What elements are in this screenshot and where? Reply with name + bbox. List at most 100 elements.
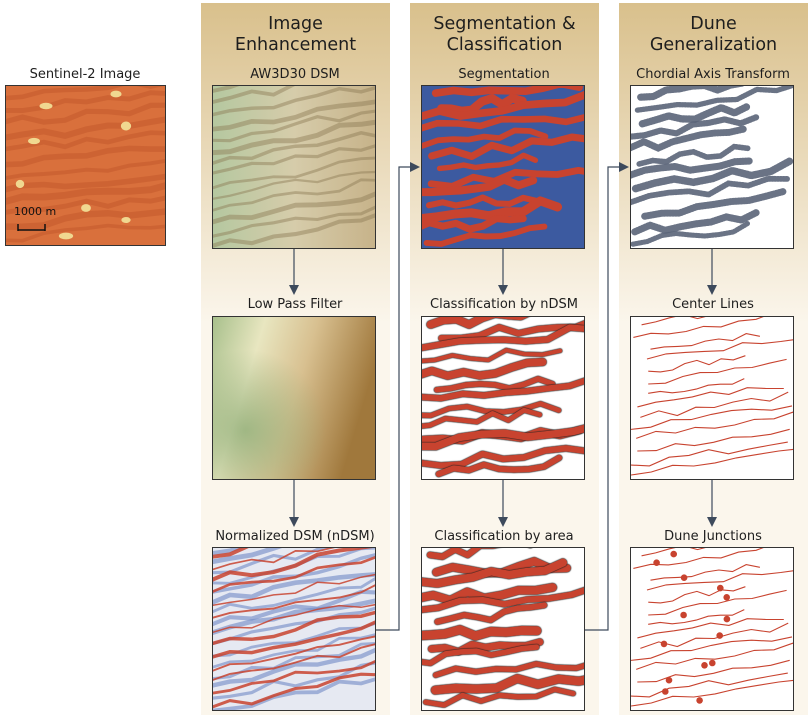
dune-center-line — [648, 358, 787, 385]
segmented-dune — [422, 91, 584, 121]
dune-junction-node — [660, 640, 668, 648]
sentinel-streak — [6, 208, 165, 231]
step-label-chordial-axis: Chordial Axis Transform — [636, 67, 790, 82]
column-title-line: Image — [268, 14, 323, 34]
classified-dune — [435, 454, 563, 477]
dune-junction-node — [653, 559, 660, 566]
column-title-dune-generalization: Dune Generalization — [619, 14, 808, 56]
chordial-mesh-band — [634, 86, 793, 113]
column-title-line: Enhancement — [234, 35, 357, 55]
classified-dune — [422, 445, 584, 469]
chordial-mesh-band — [631, 220, 751, 247]
dune-junction-node — [723, 594, 730, 601]
panel-segmentation — [421, 85, 585, 249]
classified-dune — [422, 424, 584, 451]
dsm-ridge — [213, 170, 375, 200]
sentinel-streak — [6, 86, 165, 101]
ndsm-high-band — [213, 556, 375, 593]
step-label-ndsm: Normalized DSM (nDSM) — [215, 529, 375, 544]
ndsm-high-band — [213, 610, 375, 646]
sentinel-streak — [6, 102, 165, 125]
panel-center-lines — [630, 316, 794, 480]
panel-ndsm — [212, 547, 376, 711]
dune-center-line — [633, 317, 764, 338]
sentinel-bright-spot — [120, 121, 132, 131]
filtered-dune — [422, 644, 540, 666]
panel-aw3d30-dsm — [212, 85, 376, 249]
sentinel-streak — [6, 130, 165, 152]
ndsm-low-band — [213, 572, 375, 605]
low-pass-graphic — [213, 317, 375, 479]
dune-center-line — [640, 391, 789, 418]
dune-junction-node — [662, 688, 669, 695]
dune-center-line — [648, 609, 745, 625]
dune-center-line — [636, 642, 793, 670]
dune-center-line — [641, 548, 706, 557]
sentinel-bright-spot — [110, 90, 122, 98]
ndsm-high-band — [213, 584, 375, 619]
ndsm-low-band — [213, 548, 245, 556]
sentinel-image-graphic — [6, 86, 165, 245]
segmented-dune — [425, 194, 540, 209]
dsm-ridge — [213, 156, 375, 190]
dsm-ridge — [213, 205, 375, 238]
segmentation-graphic — [422, 86, 584, 248]
ndsm-low-band — [213, 606, 375, 646]
ndsm-high-band — [213, 620, 375, 659]
sentinel-bright-spot — [15, 179, 25, 189]
classified-dune — [422, 348, 563, 364]
ndsm-low-band — [213, 633, 375, 669]
dune-center-line — [648, 586, 746, 604]
dune-center-line — [648, 378, 745, 394]
panel-classification-ndsm — [421, 316, 585, 480]
column-title-segmentation: Segmentation & Classification — [410, 14, 599, 56]
dsm-ridge — [213, 119, 375, 156]
dsm-ridge — [213, 144, 375, 175]
segmented-dune — [427, 167, 584, 190]
dune-center-line — [637, 618, 784, 639]
step-label-dune-junctions: Dune Junctions — [664, 529, 762, 544]
arrow-cls-area-to-chordial — [585, 162, 629, 631]
panel-low-pass-filter — [212, 316, 376, 480]
segmented-dune — [422, 196, 563, 224]
segmented-dune — [428, 133, 584, 160]
dune-center-line — [646, 570, 793, 591]
center-lines-graphic — [631, 317, 793, 479]
sentinel-bright-spot — [58, 232, 74, 240]
dune-junction-node — [670, 550, 677, 558]
panel-chordial-axis — [630, 85, 794, 249]
ndsm-low-band — [213, 548, 283, 565]
chordial-mesh-band — [631, 125, 747, 152]
chordial-mesh-band — [631, 175, 791, 206]
classified-dune — [422, 324, 584, 351]
classified-dune — [422, 401, 562, 418]
dune-junction-node — [696, 697, 703, 704]
classification-area-graphic — [422, 548, 584, 710]
ndsm-high-band — [213, 573, 375, 607]
chordial-mesh-band — [636, 143, 751, 167]
dune-center-line — [648, 355, 746, 373]
dune-center-line — [631, 448, 793, 476]
classified-dune — [422, 377, 584, 402]
dune-junctions-graphic — [631, 548, 793, 710]
sentinel-bright-spot — [121, 216, 131, 224]
dune-junction-node — [723, 615, 731, 623]
sentinel-streak — [6, 116, 165, 141]
dune-center-line — [631, 679, 793, 707]
arrow-ndsm-to-segmentation — [376, 162, 420, 631]
dune-center-line — [631, 636, 793, 661]
sentinel-streak — [6, 195, 165, 215]
dsm-ridge — [213, 178, 375, 212]
dsm-graphic — [213, 86, 375, 248]
step-label-segmentation: Segmentation — [458, 67, 550, 82]
dune-center-line — [650, 333, 761, 350]
chordial-mesh-band — [631, 157, 754, 179]
chordial-mesh-band — [637, 86, 746, 101]
chordial-mesh-band — [631, 157, 793, 193]
dsm-ridge — [213, 130, 375, 165]
ndsm-high-band — [213, 643, 375, 681]
segmented-dune — [423, 223, 548, 247]
dune-junction-node — [716, 632, 723, 639]
panel-dune-junctions — [630, 547, 794, 711]
dsm-ridge — [213, 213, 375, 248]
